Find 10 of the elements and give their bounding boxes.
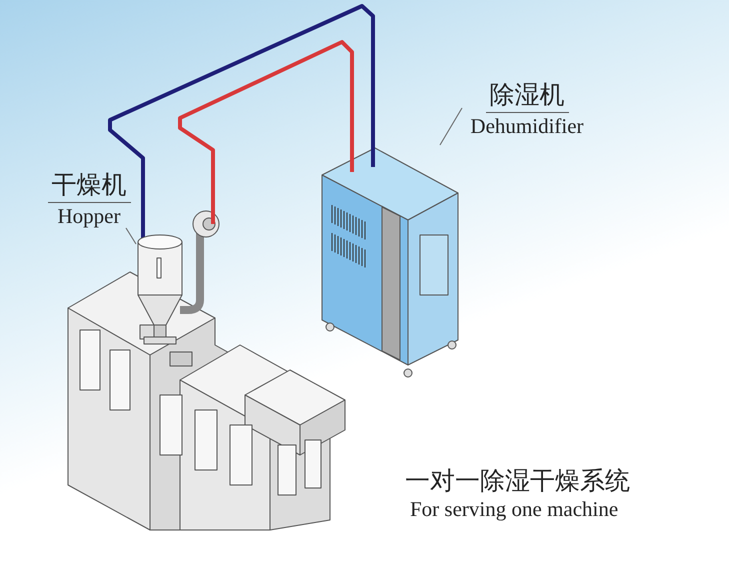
callout-title: 干燥机	[48, 170, 130, 203]
leader-line	[440, 108, 462, 146]
callout-subtitle: Dehumidifier	[470, 113, 584, 139]
callout-title: 除湿机	[486, 80, 568, 113]
callout-subtitle: Hopper	[58, 203, 120, 229]
caption-subtitle: For serving one machine	[410, 496, 618, 522]
caption-title: 一对一除湿干燥系统	[405, 466, 630, 496]
pipe	[178, 40, 354, 200]
leader-line	[126, 228, 136, 244]
pipe	[108, 4, 375, 200]
